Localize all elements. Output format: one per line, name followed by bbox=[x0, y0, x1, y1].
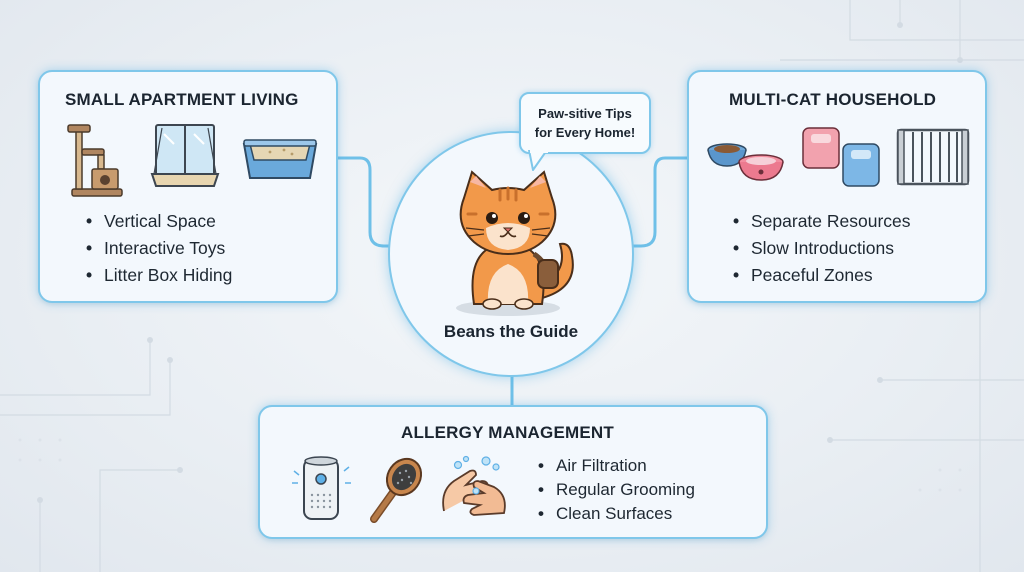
list-item: Clean Surfaces bbox=[538, 502, 695, 526]
speech-bubble-line: for Every Home! bbox=[534, 125, 636, 140]
cat-mascot-icon bbox=[456, 170, 574, 316]
list-item: Air Filtration bbox=[538, 454, 695, 478]
multi-cat-card: MULTI-CAT HOUSEHOLD Separate Resources S… bbox=[687, 70, 987, 303]
list-item: Slow Introductions bbox=[733, 235, 911, 262]
guide-name-label: Beans the Guide bbox=[443, 322, 579, 341]
window-perch-icon bbox=[150, 124, 220, 187]
speech-bubble-tail bbox=[528, 150, 548, 171]
card-title: MULTI-CAT HOUSEHOLD bbox=[729, 90, 937, 109]
list-item: Separate Resources bbox=[733, 208, 911, 235]
small-apartment-card: SMALL APARTMENT LIVING Vertical Space In… bbox=[38, 70, 338, 303]
card-title: ALLERGY MANAGEMENT bbox=[401, 423, 614, 442]
list-item: Regular Grooming bbox=[538, 478, 695, 502]
speech-bubble-line: Paw-sitive Tips bbox=[538, 106, 632, 121]
air-purifier-icon bbox=[292, 456, 351, 520]
litter-box-icon bbox=[242, 139, 318, 179]
food-bowls-icon bbox=[707, 143, 784, 181]
list-item: Vertical Space bbox=[86, 208, 232, 235]
bullet-list: Air Filtration Regular Grooming Clean Su… bbox=[538, 454, 695, 526]
cat-beds-icon bbox=[802, 127, 880, 187]
speech-bubble: Paw-sitive Tips for Every Home! bbox=[519, 92, 651, 154]
pet-gate-icon bbox=[896, 128, 970, 186]
list-item: Litter Box Hiding bbox=[86, 262, 232, 289]
list-item: Peaceful Zones bbox=[733, 262, 911, 289]
card-title: SMALL APARTMENT LIVING bbox=[65, 90, 299, 109]
cat-tree-icon bbox=[67, 124, 123, 197]
bullet-list: Vertical Space Interactive Toys Litter B… bbox=[86, 208, 232, 289]
hand-washing-icon bbox=[442, 455, 506, 516]
bullet-list: Separate Resources Slow Introductions Pe… bbox=[733, 208, 911, 289]
grooming-brush-icon bbox=[370, 457, 423, 523]
allergy-card: ALLERGY MANAGEMENT Air Filtration Regula… bbox=[258, 405, 768, 539]
list-item: Interactive Toys bbox=[86, 235, 232, 262]
